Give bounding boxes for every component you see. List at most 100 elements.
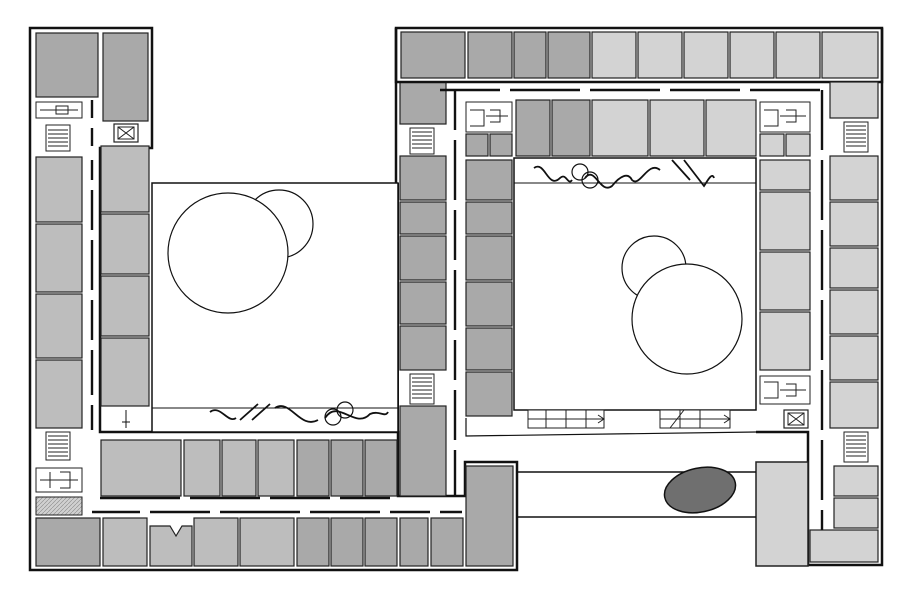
- room: [399, 155, 447, 201]
- room: [400, 31, 466, 79]
- room: [513, 31, 547, 79]
- room: [399, 405, 447, 497]
- room: [759, 191, 811, 251]
- room: [364, 439, 398, 497]
- room: [547, 31, 591, 79]
- room: [829, 81, 879, 119]
- room: [759, 251, 811, 311]
- room: [100, 213, 150, 275]
- room: [465, 465, 514, 567]
- hatched-area: [35, 496, 83, 516]
- room: [296, 517, 330, 567]
- room: [465, 159, 513, 201]
- room: [102, 517, 148, 567]
- tree-icon: [631, 263, 743, 375]
- ramp-icon: [659, 409, 731, 429]
- room: [821, 31, 879, 79]
- room: [829, 381, 879, 429]
- room: [330, 517, 364, 567]
- room: [100, 145, 150, 213]
- room: [759, 311, 811, 371]
- room: [100, 337, 150, 407]
- room: [591, 99, 649, 157]
- room: [399, 325, 447, 371]
- room: [35, 359, 83, 429]
- stair-icon: [843, 431, 869, 463]
- room: [35, 293, 83, 359]
- stair-icon: [35, 101, 83, 119]
- bench-icon: [336, 401, 354, 419]
- room: [833, 465, 879, 497]
- room: [257, 439, 295, 497]
- right-building: [394, 26, 884, 567]
- room: [465, 235, 513, 281]
- room: [759, 159, 811, 191]
- room: [399, 235, 447, 281]
- elevator-icon: [783, 409, 809, 429]
- room: [465, 371, 513, 417]
- room: [755, 461, 809, 567]
- room: [833, 497, 879, 529]
- room: [100, 275, 150, 337]
- room: [705, 99, 757, 157]
- elevator-icon: [113, 123, 139, 143]
- room: [239, 517, 295, 567]
- room: [637, 31, 683, 79]
- room: [296, 439, 330, 497]
- room: [775, 31, 821, 79]
- room: [759, 133, 785, 157]
- door-openings: [90, 88, 824, 530]
- pond-icon: [663, 466, 737, 514]
- room: [465, 327, 513, 371]
- room: [102, 32, 149, 122]
- room: [465, 281, 513, 327]
- stair-icon: [843, 121, 869, 153]
- stair-icon: [409, 127, 435, 155]
- left-building: [28, 26, 519, 572]
- room: [399, 281, 447, 325]
- room: [35, 156, 83, 223]
- room: [465, 133, 489, 157]
- room: [183, 439, 221, 497]
- stair-icon: [465, 101, 513, 133]
- stair-icon: [45, 431, 71, 461]
- room: [829, 335, 879, 381]
- room: [829, 155, 879, 201]
- room: [465, 201, 513, 235]
- room: [100, 439, 182, 497]
- room: [829, 201, 879, 247]
- room: [399, 517, 429, 567]
- bench-icon: [581, 171, 599, 189]
- tree-icon: [167, 192, 289, 314]
- room: [35, 517, 101, 567]
- room: [489, 133, 513, 157]
- stair-icon: [759, 101, 811, 133]
- room: [430, 517, 464, 567]
- room: [829, 247, 879, 289]
- room: [149, 525, 193, 567]
- stair-icon: [45, 124, 71, 152]
- room: [809, 529, 879, 563]
- bench-icon: [533, 159, 715, 189]
- room: [551, 99, 591, 157]
- room: [399, 79, 447, 125]
- left-building-outline: [28, 26, 519, 572]
- stair-icon: [759, 375, 811, 405]
- room: [399, 201, 447, 235]
- stair-icon: [35, 467, 83, 493]
- room: [591, 31, 637, 79]
- room: [467, 31, 513, 79]
- bench-icon: [209, 403, 389, 423]
- ramp-icon: [527, 409, 605, 429]
- room: [330, 439, 364, 497]
- stair-icon: [409, 373, 435, 405]
- room: [364, 517, 398, 567]
- room: [683, 31, 729, 79]
- room: [515, 99, 551, 157]
- room: [829, 289, 879, 335]
- room: [221, 439, 257, 497]
- room: [35, 32, 99, 98]
- room: [35, 223, 83, 293]
